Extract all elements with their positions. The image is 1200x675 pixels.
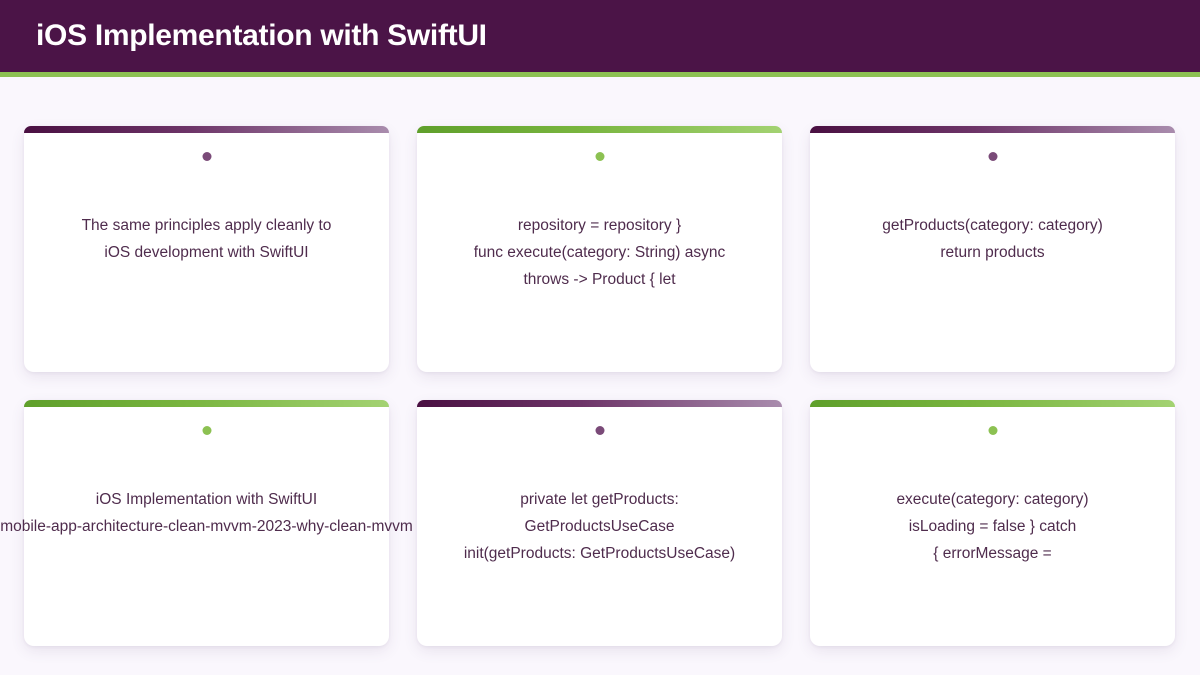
card-text-line: private let getProducts: xyxy=(520,491,679,508)
card-accent-bar xyxy=(810,400,1175,407)
card-status-dot xyxy=(202,152,211,161)
card-text-line: repository = repository } xyxy=(517,217,682,234)
page-header: iOS Implementation with SwiftUI xyxy=(0,0,1200,72)
card-text-line: iOS development with SwiftUI xyxy=(104,244,309,261)
card-text-line: { errorMessage = xyxy=(933,545,1052,562)
card-text-line: iOS Implementation with SwiftUI xyxy=(95,491,318,508)
card-text-line: execute(category: category) xyxy=(896,491,1089,508)
card-accent-bar xyxy=(810,126,1175,133)
card-text-line: func execute(category: String) async xyxy=(473,244,726,261)
card-3[interactable]: getProducts(category: category) return p… xyxy=(810,126,1175,372)
card-5[interactable]: private let getProducts: GetProductsUseC… xyxy=(417,400,782,646)
card-6[interactable]: execute(category: category) isLoading = … xyxy=(810,400,1175,646)
card-text-line: return products xyxy=(940,244,1045,261)
card-text-line: init(getProducts: GetProductsUseCase) xyxy=(463,545,736,562)
card-text-line: getProducts(category: category) xyxy=(882,217,1103,234)
card-status-dot xyxy=(595,152,604,161)
card-accent-bar xyxy=(24,400,389,407)
card-text: execute(category: category) isLoading = … xyxy=(810,486,1175,567)
card-text: repository = repository } func execute(c… xyxy=(417,212,782,293)
card-text-line-overflow: mobile-app-architecture-clean-mvvm-2023-… xyxy=(0,518,413,535)
card-accent-bar xyxy=(417,400,782,407)
card-text-line: The same principles apply cleanly to xyxy=(81,217,332,234)
card-accent-bar xyxy=(417,126,782,133)
card-grid: The same principles apply cleanly to iOS… xyxy=(0,126,1175,646)
card-text-line: throws -> Product { let xyxy=(523,271,676,288)
card-text-line: isLoading = false } catch xyxy=(908,518,1077,535)
card-text: private let getProducts: GetProductsUseC… xyxy=(417,486,782,567)
card-text: The same principles apply cleanly to iOS… xyxy=(24,212,389,266)
card-4[interactable]: iOS Implementation with SwiftUI mobile-a… xyxy=(0,400,413,646)
page-title: iOS Implementation with SwiftUI xyxy=(36,19,487,52)
header-accent-line xyxy=(0,72,1200,77)
card-text: iOS Implementation with SwiftUI mobile-a… xyxy=(0,486,413,540)
card-text: getProducts(category: category) return p… xyxy=(810,212,1175,266)
card-1[interactable]: The same principles apply cleanly to iOS… xyxy=(24,126,389,372)
card-status-dot xyxy=(202,426,211,435)
card-accent-bar xyxy=(24,126,389,133)
card-status-dot xyxy=(988,426,997,435)
card-text-line: GetProductsUseCase xyxy=(524,518,675,535)
card-status-dot xyxy=(988,152,997,161)
card-2[interactable]: repository = repository } func execute(c… xyxy=(417,126,782,372)
card-status-dot xyxy=(595,426,604,435)
